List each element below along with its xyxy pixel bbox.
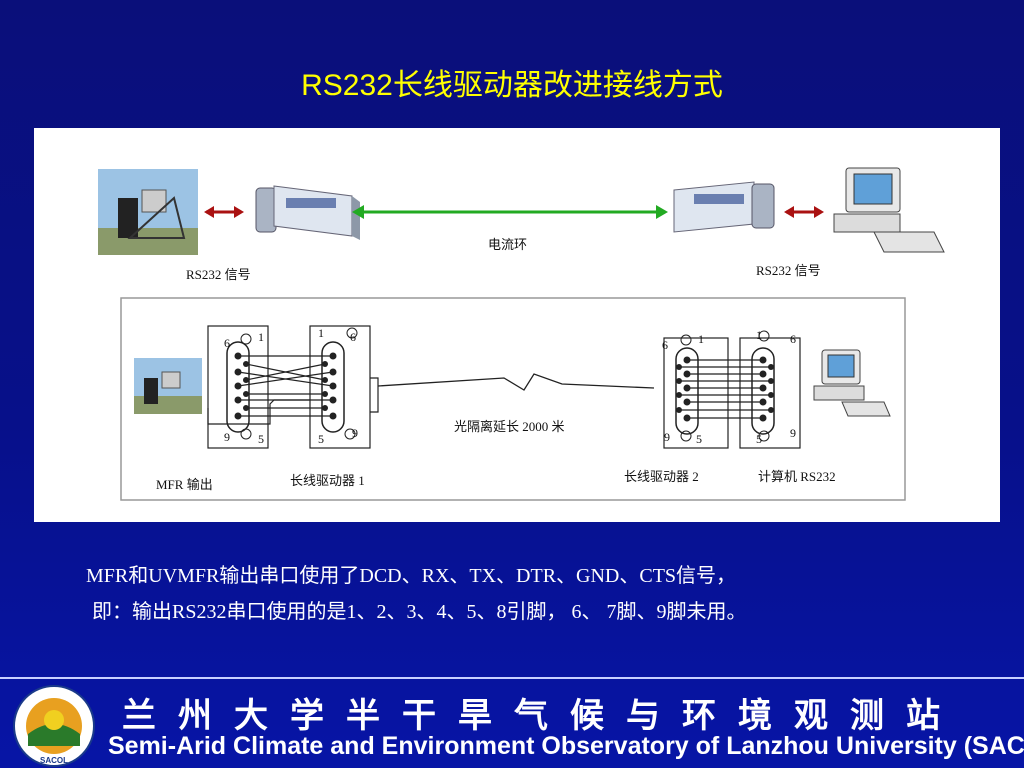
mfr-instrument-photo-small [134,358,202,414]
current-loop-label: 电流环 [488,237,528,252]
driver2-label: 长线驱动器 2 [624,469,699,484]
pin-label: 5 [756,432,762,446]
mfr-instrument-photo [98,169,198,255]
db9-connector-mfr [207,325,269,449]
wiring-diagram [98,167,945,501]
mfr-output-label: MFR 输出 [156,477,213,492]
computer-rs232-label: 计算机 RS232 [758,469,836,484]
rs232-signal-arrow-right [784,206,824,218]
slide-title: RS232长线驱动器改进接线方式 [301,69,723,102]
crossover-wires-1 [207,355,379,425]
org-name-chinese: 兰州大学半干旱气候与环境观测站 [122,697,962,735]
pin-label: 5 [258,432,264,446]
logo-text: SACOL [40,756,68,765]
long-line-driver-device-right [673,181,775,233]
pin-label: 6 [350,330,356,344]
description-line-1: MFR和UVMFR输出串口使用了DCD、RX、TX、DTR、GND、CTS信号， [86,565,737,587]
sacol-logo: SACOL [13,685,95,767]
description-line-2: 即：输出RS232串口使用的是1、2、3、4、5、8引脚， 6、 7脚、9脚未用… [92,601,747,623]
pin-label: 9 [790,426,796,440]
straight-wires-2 [679,359,771,419]
footer-divider [0,677,1024,679]
rs232-signal-arrow-left [204,206,244,218]
pin-label: 9 [664,430,670,444]
left-rs232-signal-label: RS232 信号 [186,267,251,282]
long-line-driver-device-left [255,185,360,240]
current-loop-arrow [352,205,668,219]
optical-isolation-line [377,373,655,391]
pin-label: 5 [318,432,324,446]
computer-icon [833,167,945,253]
wiring-detail-box [120,297,906,501]
driver1-label: 长线驱动器 1 [290,473,365,488]
pin-label: 1 [318,326,324,340]
computer-icon-small [813,349,891,417]
wiring-diagram-panel: RS232 信号 电流环 RS232 信号 MFR 输出 长线驱动器 1 光隔离… [34,128,1000,522]
pin-label: 1 [698,332,704,346]
pin-label: 6 [662,338,668,352]
pin-label: 9 [352,426,358,440]
pin-label: 1 [258,330,264,344]
right-rs232-signal-label: RS232 信号 [756,263,821,278]
org-name-english: Semi-Arid Climate and Environment Observ… [108,732,1024,760]
db9-connector-driver1 [309,325,371,449]
pin-label: 6 [224,336,230,350]
pin-label: 1 [756,328,762,342]
distance-label: 光隔离延长 2000 米 [454,419,565,434]
pin-label: 5 [696,432,702,446]
pin-label: 9 [224,430,230,444]
description-text: MFR和UVMFR输出串口使用了DCD、RX、TX、DTR、GND、CTS信号，… [86,558,746,630]
pin-label: 6 [790,332,796,346]
